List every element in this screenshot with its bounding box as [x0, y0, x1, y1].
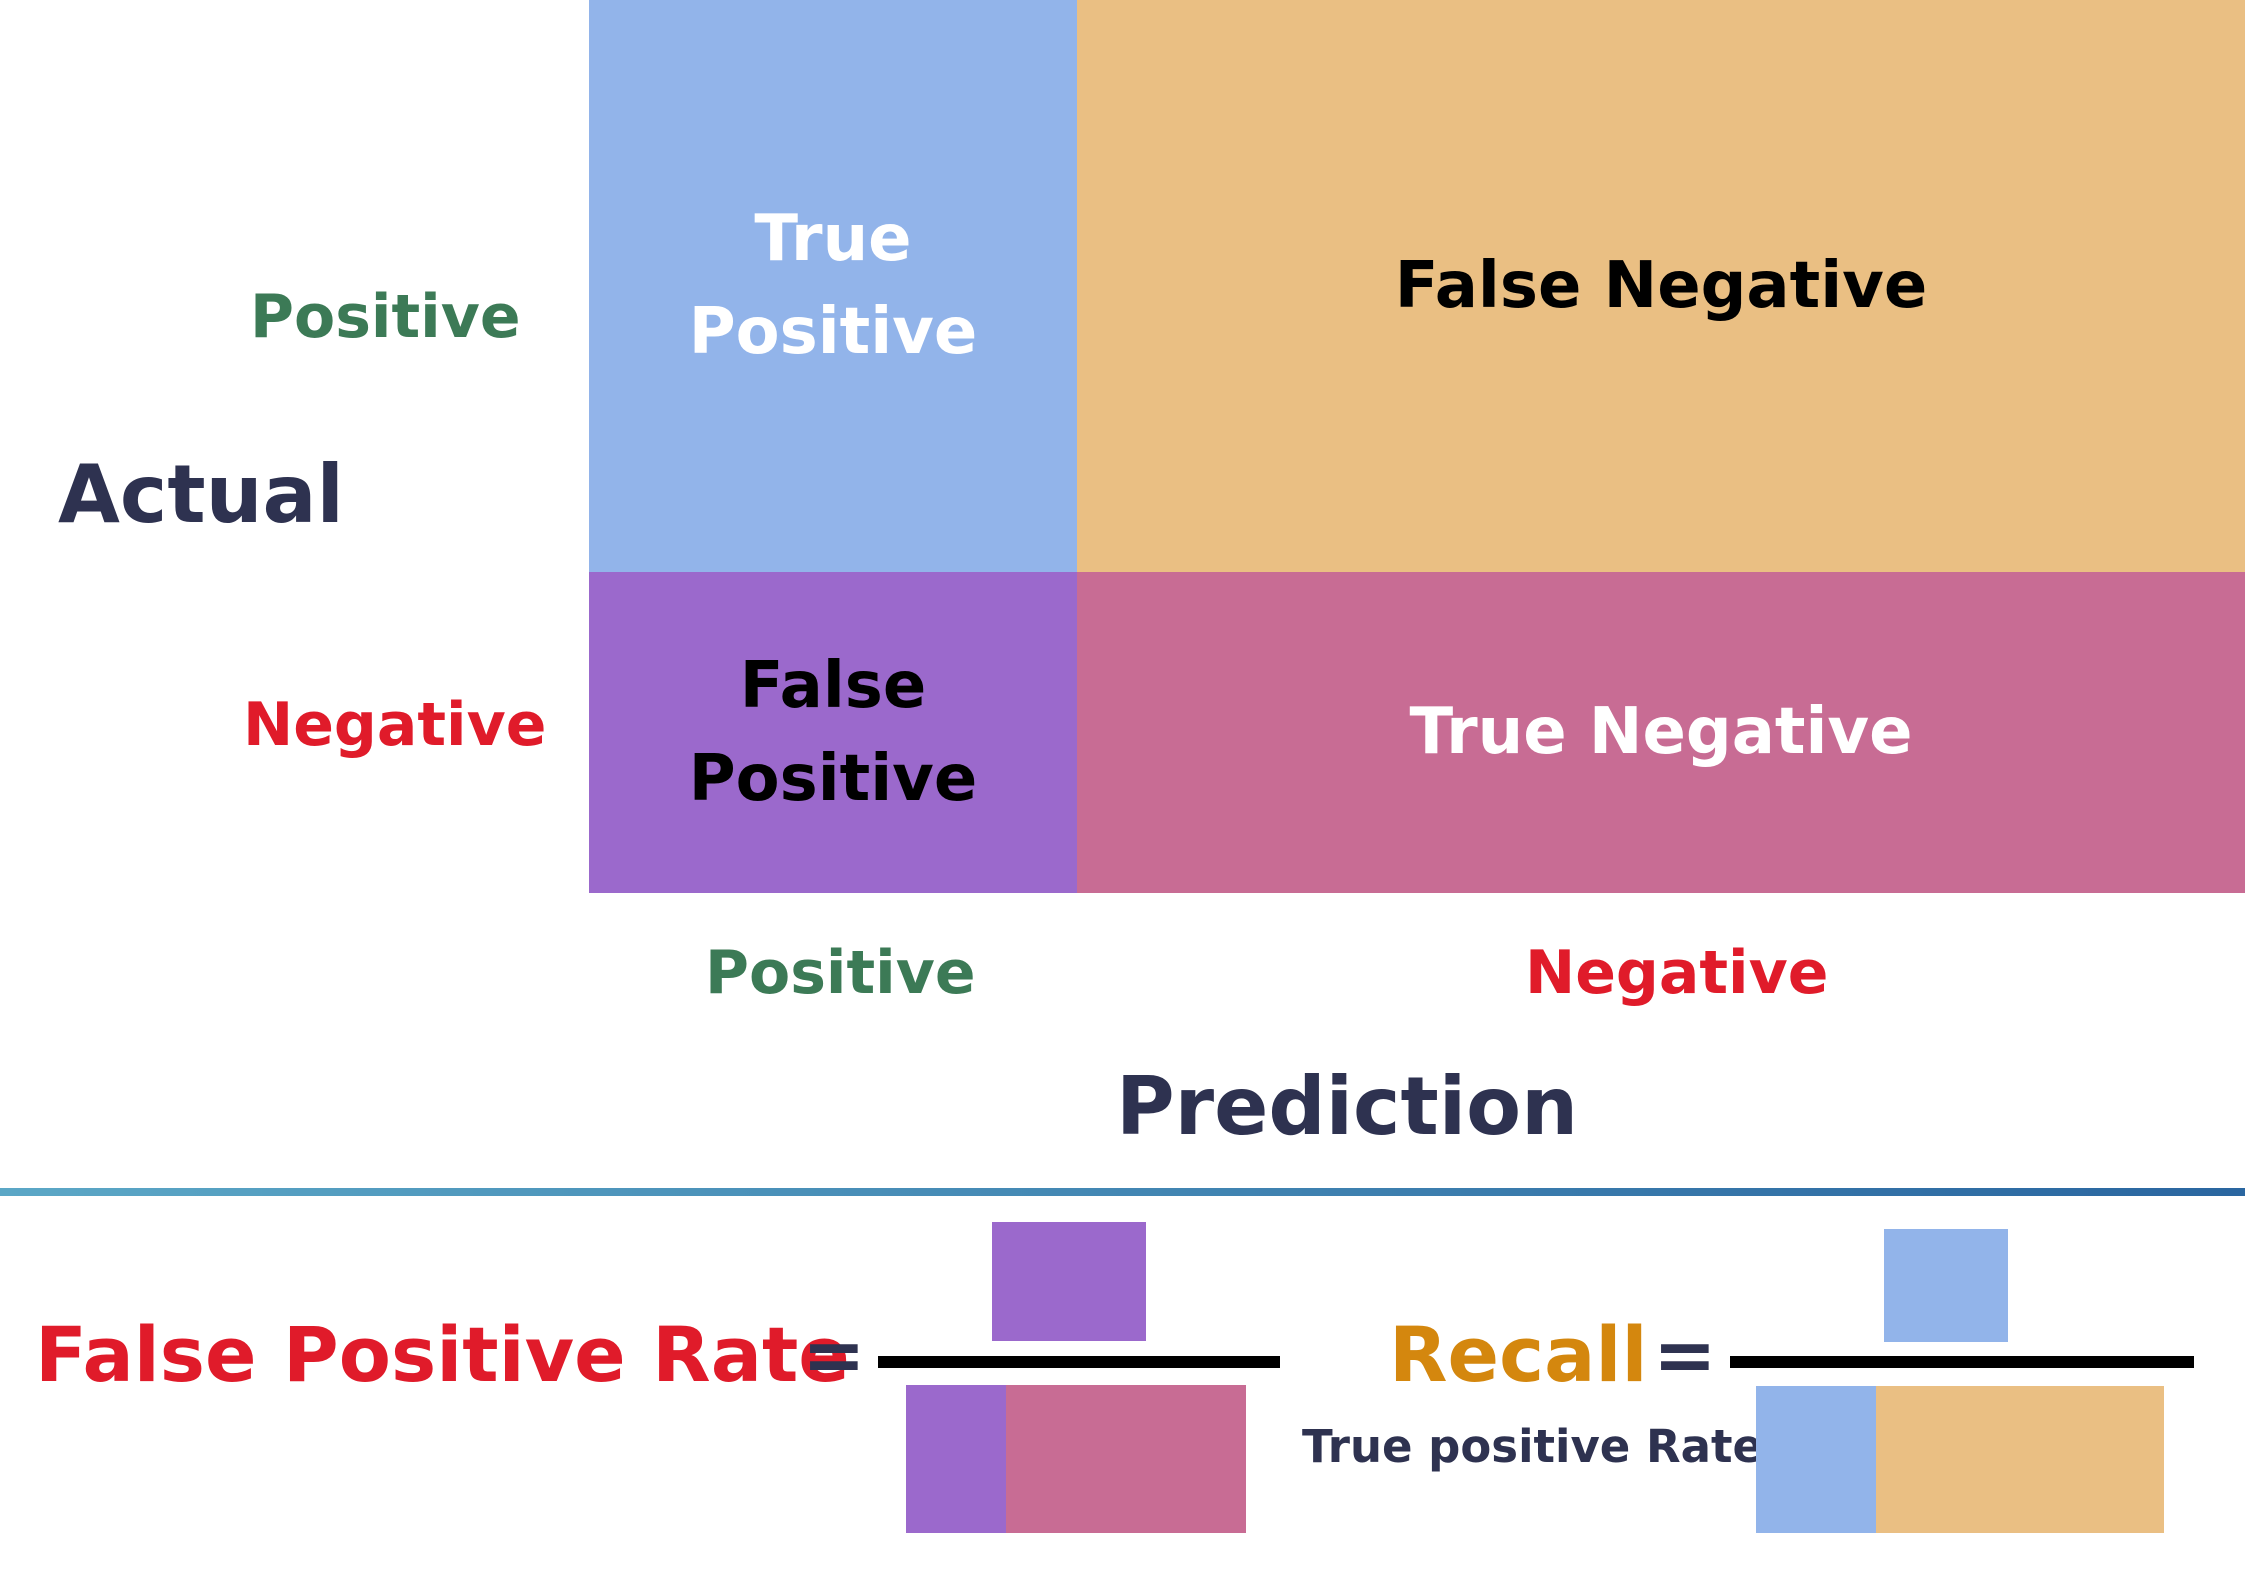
true-negative-label: True Negative — [1409, 695, 1913, 770]
section-divider — [0, 1188, 2245, 1196]
false-negative-cell: False Negative — [1077, 0, 2245, 572]
recall-fraction-bar — [1730, 1356, 2194, 1368]
fpr-denominator-tn-block — [1006, 1385, 1246, 1533]
fpr-equals: = — [802, 1310, 866, 1399]
recall-denominator-fn-block — [1876, 1386, 2164, 1533]
fpr-fraction-bar — [878, 1356, 1280, 1368]
actual-axis-label: Actual — [58, 448, 344, 541]
fpr-formula: False Positive Rate = — [0, 1210, 1300, 1587]
recall-numerator-tp-block — [1884, 1229, 2008, 1342]
false-positive-cell: False Positive — [589, 572, 1077, 893]
fpr-denominator-fp-block — [906, 1385, 1006, 1533]
col-label-negative: Negative — [1525, 938, 1829, 1008]
true-positive-cell: True Positive — [589, 0, 1077, 572]
true-positive-label: True Positive — [688, 202, 978, 369]
true-negative-cell: True Negative — [1077, 572, 2245, 893]
recall-equals: = — [1653, 1310, 1717, 1399]
recall-label: Recall — [1389, 1310, 1648, 1399]
recall-denominator-tp-block — [1756, 1386, 1876, 1533]
row-label-positive: Positive — [250, 282, 521, 352]
fpr-numerator-fp-block — [992, 1222, 1146, 1341]
col-label-positive: Positive — [705, 938, 976, 1008]
prediction-axis-label: Prediction — [1116, 1060, 1579, 1153]
row-label-negative: Negative — [243, 690, 547, 760]
false-positive-label: False Positive — [688, 648, 978, 816]
fpr-label: False Positive Rate — [35, 1310, 850, 1399]
recall-formula: Recall = True positive Rate — [1300, 1210, 2245, 1587]
false-negative-label: False Negative — [1394, 248, 1928, 323]
recall-subtitle: True positive Rate — [1302, 1420, 1764, 1473]
